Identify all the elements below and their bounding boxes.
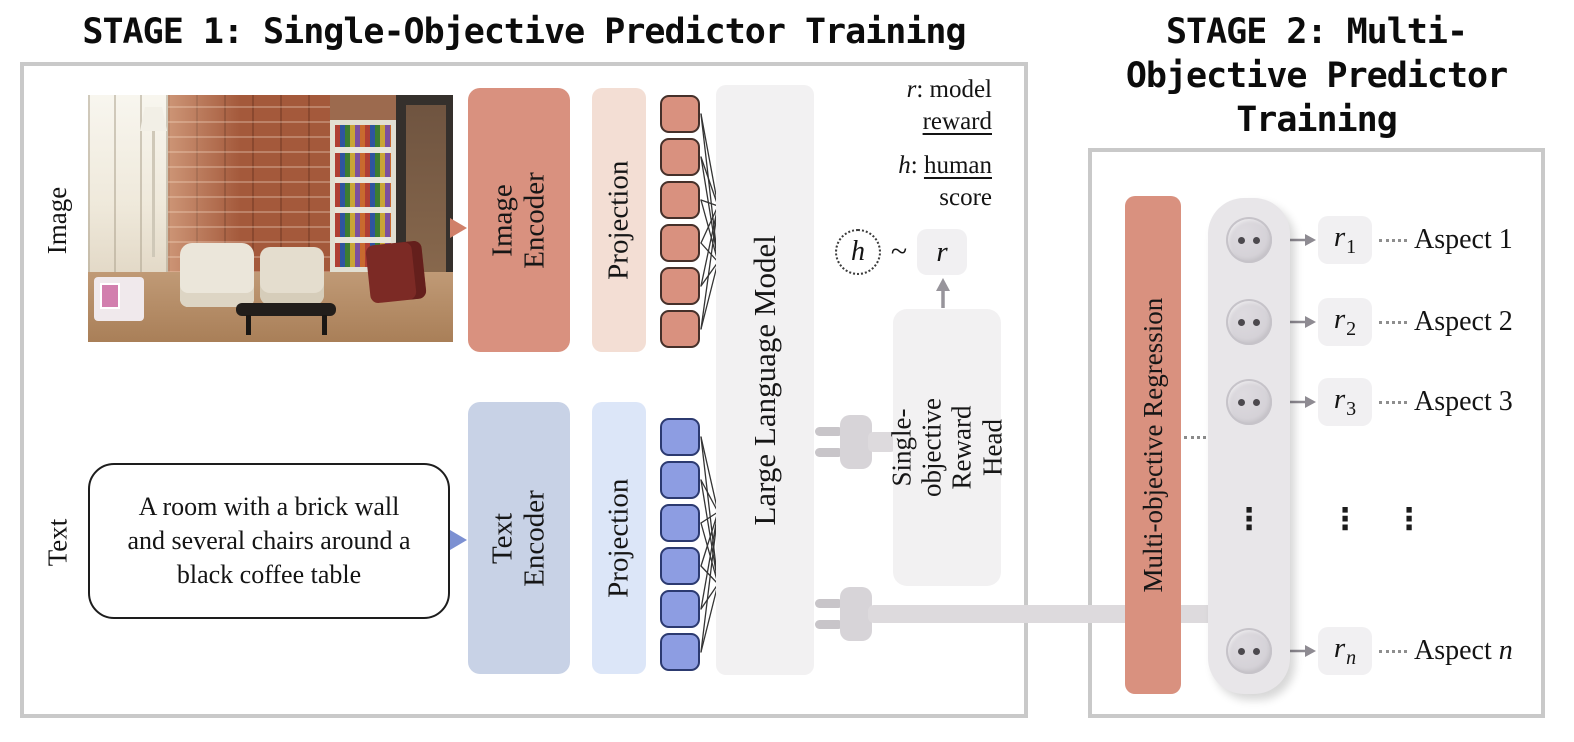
text-token-fan-lines xyxy=(700,436,719,653)
power-plug-icon-bottom xyxy=(815,587,872,641)
image-encoder-label: Image Encoder xyxy=(486,171,551,269)
living-room-photo xyxy=(88,95,453,342)
text-projection-label: Projection xyxy=(602,478,635,598)
reward-head-label: Single-objective Reward Head xyxy=(886,398,1008,497)
coffee-table-leg xyxy=(322,315,327,335)
power-strip xyxy=(1208,198,1290,694)
reward-output-rn: rn xyxy=(1318,627,1372,675)
stage2-title-line1: STAGE 2: Multi- xyxy=(1165,12,1468,52)
text-token xyxy=(660,461,700,499)
image-projection-label: Projection xyxy=(602,160,635,280)
llm-label: Large Language Model xyxy=(746,234,782,526)
text-token xyxy=(660,633,700,671)
image-token xyxy=(660,181,700,219)
stage2-title: STAGE 2: Multi- Objective Predictor Trai… xyxy=(1088,10,1545,142)
multi-objective-regression-box: Multi-objective Regression xyxy=(1125,196,1181,694)
reward-output-r1: r1 xyxy=(1318,216,1372,264)
human-notation: h: human score xyxy=(898,152,992,211)
dotted-connector xyxy=(1379,320,1407,324)
reward-arrow-up-icon xyxy=(936,278,950,308)
reward-output-r3: r3 xyxy=(1318,378,1372,426)
tilde-symbol: ~ xyxy=(890,235,908,268)
white-armchair-right xyxy=(260,247,324,305)
stage2-title-line3: Training xyxy=(1236,100,1398,140)
stage1-panel xyxy=(20,62,1028,718)
vertical-ellipsis: ⋮ xyxy=(1330,502,1360,537)
llm-box: Large Language Model xyxy=(716,85,814,675)
image-to-encoder-arrow xyxy=(450,218,467,238)
image-modality-label: Image xyxy=(42,186,73,254)
text-token xyxy=(660,547,700,585)
coffee-table-leg xyxy=(246,315,251,335)
dotted-connector xyxy=(1379,649,1407,653)
stage2-panel xyxy=(1088,148,1545,718)
stage1-title: STAGE 1: Single-Objective Predictor Trai… xyxy=(82,12,966,52)
dotted-connector xyxy=(1379,400,1407,404)
reward-notation: r: model reward xyxy=(906,76,992,135)
dotted-connector xyxy=(1379,238,1407,242)
socket-icon xyxy=(1226,299,1272,345)
floor-lamp-shade xyxy=(140,107,167,131)
stage2-title-line2: Objective Predictor xyxy=(1125,56,1508,96)
image-token xyxy=(660,267,700,305)
image-token xyxy=(660,138,700,176)
text-to-encoder-arrow xyxy=(450,530,467,550)
vertical-ellipsis: ⋮ xyxy=(1234,502,1264,537)
text-projection-box: Projection xyxy=(592,402,646,674)
text-token xyxy=(660,418,700,456)
image-token xyxy=(660,224,700,262)
socket-icon xyxy=(1226,628,1272,674)
single-objective-reward-head-box: Single-objective Reward Head xyxy=(887,309,1007,586)
text-token xyxy=(660,504,700,542)
power-plug-icon-top xyxy=(815,415,896,469)
image-token-fan-lines xyxy=(700,113,719,330)
floor-lamp-pole xyxy=(152,129,155,257)
image-projection-box: Projection xyxy=(592,88,646,352)
vertical-ellipsis: ⋮ xyxy=(1394,502,1424,537)
text-modality-label: Text xyxy=(42,518,73,566)
white-armchair-left xyxy=(180,243,254,307)
pink-artwork xyxy=(100,283,120,309)
notation-legend: r: model reward h: human score xyxy=(842,74,992,226)
red-chair xyxy=(365,240,427,304)
text-encoder-box: Text Encoder xyxy=(468,402,570,674)
regression-label: Multi-objective Regression xyxy=(1137,297,1168,593)
dotted-connector xyxy=(1184,436,1206,439)
image-encoder-box: Image Encoder xyxy=(468,88,570,352)
model-reward-box: r xyxy=(917,229,967,275)
text-encoder-label: Text Encoder xyxy=(486,489,551,587)
image-token xyxy=(660,310,700,348)
image-token xyxy=(660,95,700,133)
socket-icon xyxy=(1226,379,1272,425)
text-token xyxy=(660,590,700,628)
coffee-table xyxy=(236,303,336,316)
socket-output-arrows xyxy=(1277,234,1316,657)
socket-icon xyxy=(1226,217,1272,263)
human-score-circle: h xyxy=(835,229,881,275)
text-caption-box: A room with a brick wall and several cha… xyxy=(88,463,450,619)
reward-output-r2: r2 xyxy=(1318,298,1372,346)
caption-text: A room with a brick wall and several cha… xyxy=(127,492,411,589)
